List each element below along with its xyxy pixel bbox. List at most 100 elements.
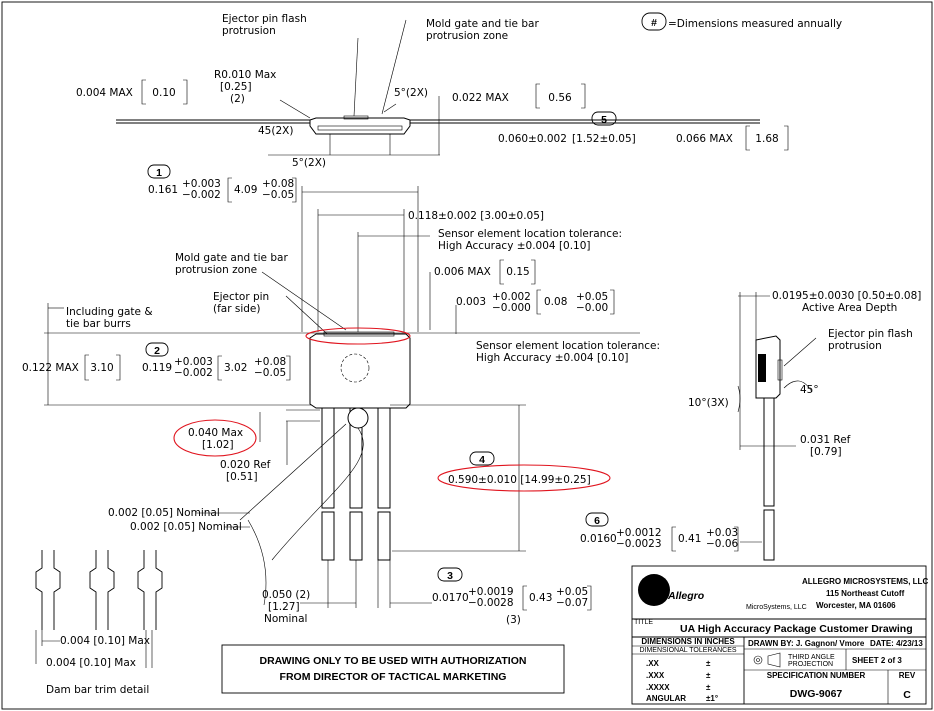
side-lead-upper [763, 397, 775, 507]
dim-003-minus: −0.000 [492, 302, 531, 314]
drawn-by: DRAWN BY: J. Gagnon/ Vmore [748, 639, 865, 648]
dim-1-minus: −0.002 [182, 189, 221, 201]
company-address-2: Worcester, MA 01606 [816, 601, 896, 610]
including-gate-label-2: tie bar burrs [66, 318, 131, 330]
lead-1-upper [321, 407, 335, 509]
dim-6-mm-base: 0.41 [678, 533, 701, 545]
dam-bar-caption: Dam bar trim detail [46, 684, 149, 696]
spec-number: DWG-9067 [790, 688, 843, 700]
radius-label-2: [0.25] [220, 81, 252, 93]
spec-label: SPECIFICATION NUMBER [767, 671, 866, 680]
tol-row-2-key: .XXX [646, 671, 665, 680]
thickness-max-label: 0.004 MAX [76, 87, 133, 99]
height-max-label: 0.122 MAX [22, 362, 79, 374]
side-angle-45: 45° [800, 384, 819, 396]
dim-6-mm-plus: +0.03 [706, 527, 738, 539]
allegro-logo: Allegro MicroSystems, LLC [638, 574, 807, 611]
mold-gate-label-2: protrusion zone [426, 30, 508, 42]
radius-label-1: R0.010 Max [214, 69, 276, 81]
dim-2-number: 2 [154, 345, 160, 357]
dim-5-mm: [1.52±0.05] [572, 133, 636, 145]
active-area-label-2: Active Area Depth [802, 302, 897, 314]
dimensions-label: DIMENSIONS IN INCHES [641, 637, 735, 646]
dim-031-label-2: [0.79] [810, 446, 842, 458]
side-ejector-flash-2: protrusion [828, 340, 882, 352]
side-lead-lower [763, 509, 775, 561]
rev-label: REV [899, 671, 916, 680]
drawing-title: UA High Accuracy Package Customer Drawin… [680, 623, 913, 635]
tolerances-label: DIMENSIONAL TOLERANCES [639, 647, 736, 654]
lead-2-lower [349, 511, 363, 561]
projection-circle-icon [753, 655, 763, 665]
dim-6-plus: +0.0012 [616, 527, 662, 539]
dim-1-plus: +0.003 [182, 178, 221, 190]
dam-bar-dim-2: 0.004 [0.10] Max [46, 657, 136, 669]
dam-bar-dim-1: 0.004 [0.10] Max [60, 635, 150, 647]
pitch-label-1: 0.050 (2) [262, 589, 310, 601]
dim-3-mm-minus: −0.07 [556, 597, 588, 609]
front-ejector-pin-label-2: (far side) [213, 303, 261, 315]
sensor-tolerance-2-line-2: High Accuracy ±0.004 [0.10] [476, 352, 629, 364]
lead-3-lower [377, 511, 391, 561]
ejector-flash-label-1: Ejector pin flash [222, 13, 307, 25]
ejector-flash-label-2: protrusion [222, 25, 276, 37]
angle-left-label: 45(2X) [258, 125, 293, 137]
dim-2-mm-base: 3.02 [224, 362, 247, 374]
sheet-number: SHEET 2 of 3 [852, 656, 902, 665]
authorization-notice: DRAWING ONLY TO BE USED WITH AUTHORIZATI… [221, 644, 565, 694]
projection-cone-icon [767, 652, 781, 668]
projection-label-2: PROJECTION [788, 661, 833, 668]
package-body [309, 333, 411, 409]
side-angle-10: 10°(3X) [688, 397, 729, 409]
title-label: TITLE [634, 619, 653, 626]
sensor-tolerance-2-line-1: Sensor element location tolerance: [476, 340, 660, 352]
highlight-dim-040 [173, 419, 257, 457]
dim-4-value: 0.590±0.010 [14.99±0.25] [448, 474, 591, 486]
thickness-max-mm: 0.10 [152, 87, 175, 99]
front-view: 1 0.161 +0.003 −0.002 4.09 +0.08 −0.05 0… [22, 164, 660, 626]
rev-value: C [903, 689, 911, 701]
body-max-label: 0.066 MAX [676, 133, 733, 145]
dim-5-value: 0.060±0.002 [498, 133, 567, 145]
logo-emblem [638, 574, 670, 606]
tol-row-4-value: ±1° [706, 694, 718, 703]
including-gate-label-1: Including gate & [66, 306, 153, 318]
legend: # =Dimensions measured annually [641, 12, 842, 31]
legend-text: =Dimensions measured annually [668, 18, 842, 30]
dim-2-plus: +0.003 [174, 356, 213, 368]
dim-020-label-1: 0.020 Ref [220, 459, 271, 471]
dim-020-label-2: [0.51] [226, 471, 258, 483]
angle-top-label: 5°(2X) [394, 87, 428, 99]
height-max-mm: 3.10 [90, 362, 113, 374]
sensor-tolerance-1-line-1: Sensor element location tolerance: [438, 228, 622, 240]
width-dimension: 0.118±0.002 [3.00±0.05] [408, 210, 544, 222]
dim-3-mm-plus: +0.05 [556, 586, 588, 598]
radius-label-3: (2) [230, 93, 245, 105]
highlight-mold-gate [305, 327, 411, 345]
notice-line-1: DRAWING ONLY TO BE USED WITH AUTHORIZATI… [260, 655, 527, 667]
logo-subtext: MicroSystems, LLC [746, 604, 807, 611]
title-block: Allegro MicroSystems, LLC ALLEGRO MICROS… [631, 565, 928, 705]
logo-text: Allegro [667, 590, 705, 602]
legend-symbol-oval [641, 12, 667, 31]
dim-003-mm-plus: +0.05 [576, 291, 608, 303]
active-area-label-1: 0.0195±0.0030 [0.50±0.08] [772, 290, 921, 302]
dim-3-count: (3) [506, 614, 521, 626]
top-view: Ejector pin flash protrusion Mold gate a… [76, 13, 789, 169]
lead-1-lower [321, 511, 335, 561]
angle-bottom-label: 5°(2X) [292, 157, 326, 169]
highlight-dim-4 [437, 464, 611, 492]
dim-003-base: 0.003 [456, 296, 486, 308]
dim-4-number: 4 [479, 454, 485, 466]
dim-031-label-1: 0.031 Ref [800, 434, 851, 446]
mold-gate-label-1: Mold gate and tie bar [426, 18, 539, 30]
dim-1-number: 1 [156, 167, 162, 179]
tol-row-2-value: ± [706, 671, 711, 680]
lead-3-upper [377, 407, 391, 509]
dim-1-base: 0.161 [148, 184, 178, 196]
projection-label-1: THIRD ANGLE [788, 654, 835, 661]
dim-1-mm-plus: +0.08 [262, 178, 294, 190]
dim-2-minus: −0.002 [174, 367, 213, 379]
